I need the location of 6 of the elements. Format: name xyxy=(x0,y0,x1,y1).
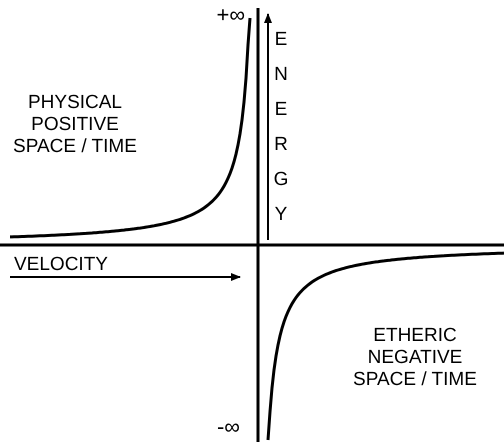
infinity-label: -∞ xyxy=(216,416,240,438)
region-label: ETHERIC NEGATIVE SPACE / TIME xyxy=(352,325,478,391)
infinity-label: +∞ xyxy=(215,4,245,26)
axis-label: VELOCITY xyxy=(14,254,109,276)
region-label: PHYSICAL POSITIVE SPACE / TIME xyxy=(12,92,138,158)
axis-label: ENERGY xyxy=(272,28,290,227)
